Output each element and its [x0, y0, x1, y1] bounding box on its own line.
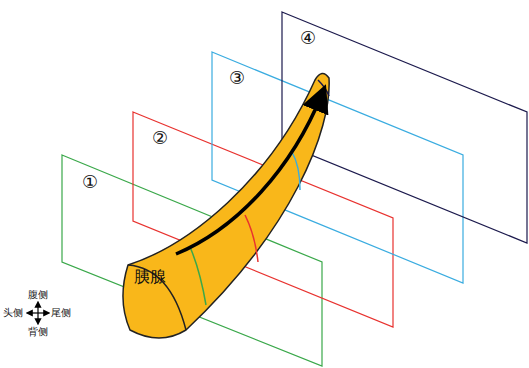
- direction-label: 背侧: [28, 326, 48, 337]
- compass-arrow: [37, 313, 38, 323]
- direction-arrow: [176, 94, 322, 254]
- compass-arrow: [28, 312, 38, 313]
- section-ring-1: [190, 247, 206, 305]
- section-ring-4: [318, 80, 329, 96]
- compass-arrow: [37, 303, 38, 313]
- pancreas-shape: [123, 73, 329, 338]
- section-ring-2: [245, 215, 258, 262]
- callout-number: ②: [152, 128, 168, 148]
- section-ring-3: [292, 152, 300, 190]
- callout-number: ④: [300, 28, 316, 48]
- callout-number: ①: [82, 172, 98, 192]
- callout-number: ③: [229, 68, 245, 88]
- direction-label: 腹侧: [28, 289, 48, 300]
- compass-arrow: [38, 312, 48, 313]
- pancreas-end-face: [128, 265, 186, 330]
- direction-label: 头侧: [3, 307, 23, 318]
- organ-label: 胰腺: [134, 268, 166, 286]
- direction-label: 尾侧: [51, 307, 71, 318]
